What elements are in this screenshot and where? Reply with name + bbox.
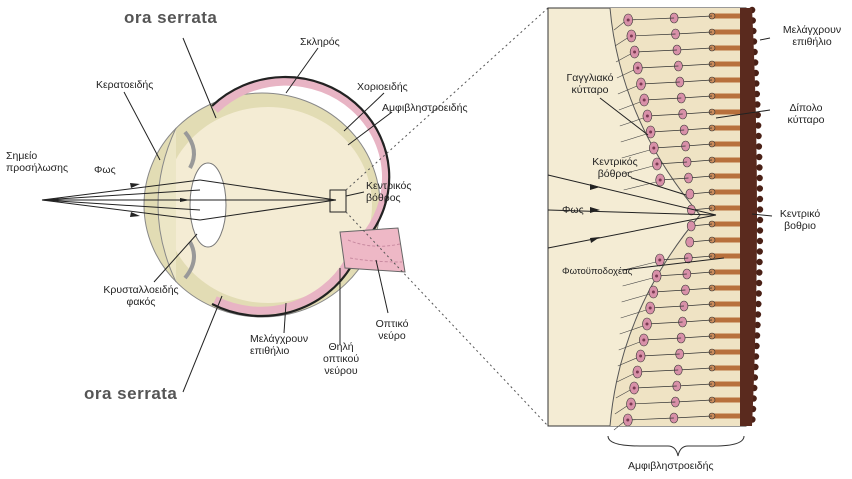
bipolar-cell-label: Δίπολο κύτταρο — [776, 102, 836, 126]
pigment-granule — [757, 248, 763, 254]
pigment-granule — [757, 227, 763, 233]
pigment-granule — [757, 185, 763, 191]
pigment-granule — [756, 164, 762, 170]
ganglion-nucleus — [646, 115, 649, 118]
bipolar-cell — [686, 237, 694, 247]
cornea-label: Κερατοειδής — [96, 79, 153, 91]
zoom-fovea-label: Κεντρικός βόθρος — [586, 156, 644, 180]
ganglion-nucleus — [649, 307, 652, 310]
pigment-granule — [757, 206, 763, 212]
pigment-granule — [756, 175, 762, 181]
pigment-granule — [756, 290, 762, 296]
ganglion-nucleus — [643, 99, 646, 102]
ganglion-nucleus — [627, 19, 630, 22]
ganglion-nucleus — [630, 35, 633, 38]
sclera-label: Σκληρός — [300, 36, 340, 48]
optic-nerve-label: Οπτικό νεύρο — [370, 318, 414, 342]
optic-nerve-head-label: Θηλή οπτικού νεύρου — [316, 341, 366, 377]
pigment-granule — [757, 196, 763, 202]
ora-serrata-bottom-label: ora serrata — [84, 384, 177, 404]
ganglion-nucleus — [655, 275, 658, 278]
pigment-epithelium-label: Μελάγχρουν επιθήλιο — [250, 333, 308, 357]
choroid-label: Χοριοειδής — [357, 81, 408, 93]
pigment-granule — [757, 238, 763, 244]
retina-bracket — [608, 436, 744, 456]
retina-label: Αμφιβληστροειδής — [382, 102, 468, 114]
optic-nerve — [340, 228, 405, 272]
ganglion-nucleus — [658, 259, 661, 262]
ganglion-nucleus — [642, 339, 645, 342]
retina-bracket-label: Αμφιβληστροειδής — [628, 460, 714, 472]
ora-serrata-top-label: ora serrata — [124, 8, 217, 28]
ganglion-nucleus — [639, 355, 642, 358]
ganglion-nucleus — [652, 147, 655, 150]
pigment-granule — [756, 143, 762, 149]
ganglion-nucleus — [633, 387, 636, 390]
light-label: Φως — [94, 164, 116, 176]
photoreceptor-label: Φωτοϋποδοχέας — [562, 266, 632, 278]
focal-point-label: Σημείο προσήλωσης — [6, 150, 92, 174]
fovea-label: Κεντρικός βόθρος — [366, 180, 411, 204]
lens-label: Κρυσταλλοειδής φακός — [96, 284, 186, 308]
ganglion-cell-label: Γαγγλιακό κύτταρο — [560, 72, 620, 96]
fovea-pit-label: Κεντρικό βοθριο — [770, 208, 830, 232]
pigment-granule — [756, 269, 762, 275]
pigment-granule — [756, 259, 762, 265]
pigment-granule — [757, 217, 763, 223]
eye-cross-section — [42, 8, 548, 426]
ganglion-nucleus — [659, 179, 662, 182]
ganglion-nucleus — [633, 51, 636, 54]
lens — [190, 163, 226, 247]
pigment-granule — [756, 154, 762, 160]
ganglion-nucleus — [630, 403, 633, 406]
pigment-granule — [756, 280, 762, 286]
ganglion-nucleus — [652, 291, 655, 294]
ganglion-nucleus — [640, 83, 643, 86]
zoom-light-label: Φως — [562, 204, 584, 216]
bipolar-cell — [686, 189, 694, 199]
ganglion-nucleus — [626, 419, 629, 422]
ganglion-nucleus — [636, 67, 639, 70]
ganglion-nucleus — [646, 323, 649, 326]
ganglion-nucleus — [656, 163, 659, 166]
ganglion-nucleus — [636, 371, 639, 374]
ganglion-nucleus — [649, 131, 652, 134]
zoom-pigment-label: Μελάγχρουν επιθήλιο — [772, 24, 852, 48]
bipolar-cell — [687, 221, 695, 231]
pigment-epithelium — [740, 8, 757, 426]
